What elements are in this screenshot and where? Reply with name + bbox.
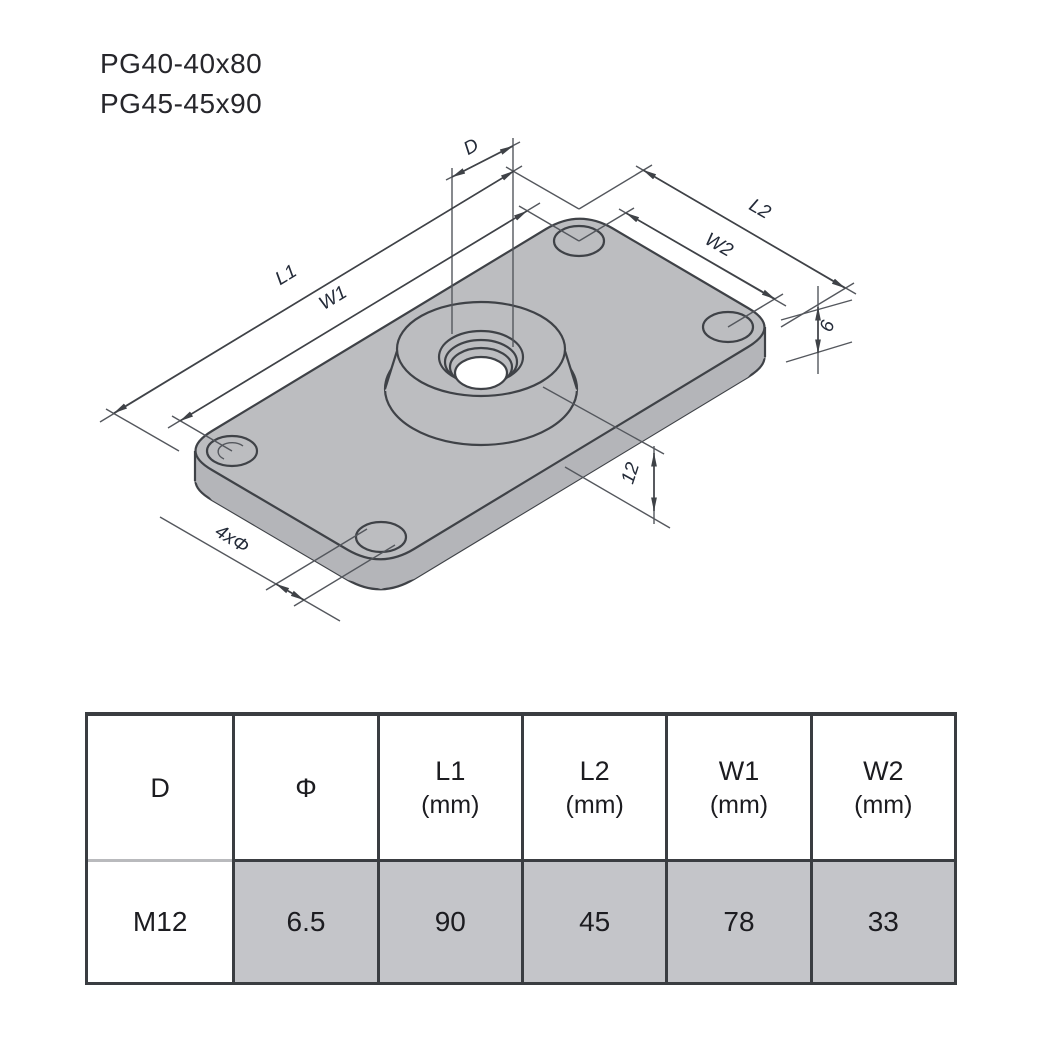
- col-header-W2-label: W2: [863, 755, 904, 786]
- col-header-W1: W1 (mm): [665, 716, 810, 862]
- col-header-L1-unit: (mm): [421, 790, 480, 819]
- col-header-phi: Φ: [232, 716, 377, 862]
- col-header-L1-label: L1: [435, 755, 466, 786]
- col-header-L2-unit: (mm): [565, 790, 624, 819]
- value-W2: 33: [809, 862, 954, 982]
- corner-hole-left: [205, 434, 259, 468]
- corner-hole-top: [552, 224, 606, 258]
- spec-table: D Φ L1 (mm) L2 (mm) W1 (mm) W2 (mm) M12 …: [85, 712, 957, 985]
- label-L2: L2: [745, 195, 774, 224]
- col-header-W2-unit: (mm): [854, 790, 913, 819]
- technical-drawing: D L1 W1 L2 W2 6 12 4xΦ: [99, 135, 857, 622]
- label-D: D: [460, 135, 482, 160]
- col-header-D-label: D: [150, 772, 170, 803]
- value-L2-text: 45: [579, 906, 611, 937]
- boss-cone-edge-right: [563, 350, 579, 390]
- plate-side-face: [195, 327, 765, 589]
- thread-bore: [453, 355, 509, 391]
- center-boss: [383, 300, 579, 447]
- value-phi-text: 6.5: [286, 906, 326, 937]
- value-phi: 6.5: [232, 862, 377, 982]
- dim-line-D: [451, 145, 514, 178]
- col-header-W2: W2 (mm): [809, 716, 954, 862]
- label-L1: L1: [272, 261, 301, 290]
- product-code-2: PG45-45x90: [100, 88, 263, 119]
- corner-hole-bottom: [354, 520, 408, 554]
- col-header-L2: L2 (mm): [520, 716, 666, 862]
- label-boss-height: 12: [618, 460, 645, 487]
- value-D: M12: [88, 862, 233, 982]
- corner-hole-right: [701, 310, 755, 344]
- value-W1-text: 78: [723, 906, 755, 937]
- col-header-D: D: [88, 716, 233, 862]
- col-header-W1-label: W1: [718, 755, 760, 786]
- col-header-L1: L1 (mm): [376, 716, 521, 862]
- value-L1: 90: [376, 862, 521, 982]
- value-W1: 78: [665, 862, 810, 982]
- dimension-lines: [113, 145, 846, 601]
- col-header-W1-unit: (mm): [709, 790, 769, 819]
- col-header-phi-label: Φ: [295, 772, 317, 803]
- value-W2-text: 33: [867, 906, 899, 937]
- label-W2: W2: [701, 229, 737, 262]
- value-L1-text: 90: [434, 906, 466, 937]
- dim-line-W1: [179, 210, 528, 422]
- value-L2: 45: [520, 862, 666, 982]
- product-codes: PG40-40x80 PG45-45x90: [100, 44, 262, 124]
- label-corner-holes: 4xΦ: [211, 521, 253, 558]
- product-code-1: PG40-40x80: [100, 48, 263, 79]
- label-thickness: 6: [816, 318, 839, 335]
- value-D-text: M12: [132, 906, 188, 937]
- col-header-L2-label: L2: [579, 755, 610, 786]
- dim-line-W2: [625, 212, 776, 300]
- label-W1: W1: [316, 282, 351, 315]
- dim-line-holes: [275, 583, 305, 601]
